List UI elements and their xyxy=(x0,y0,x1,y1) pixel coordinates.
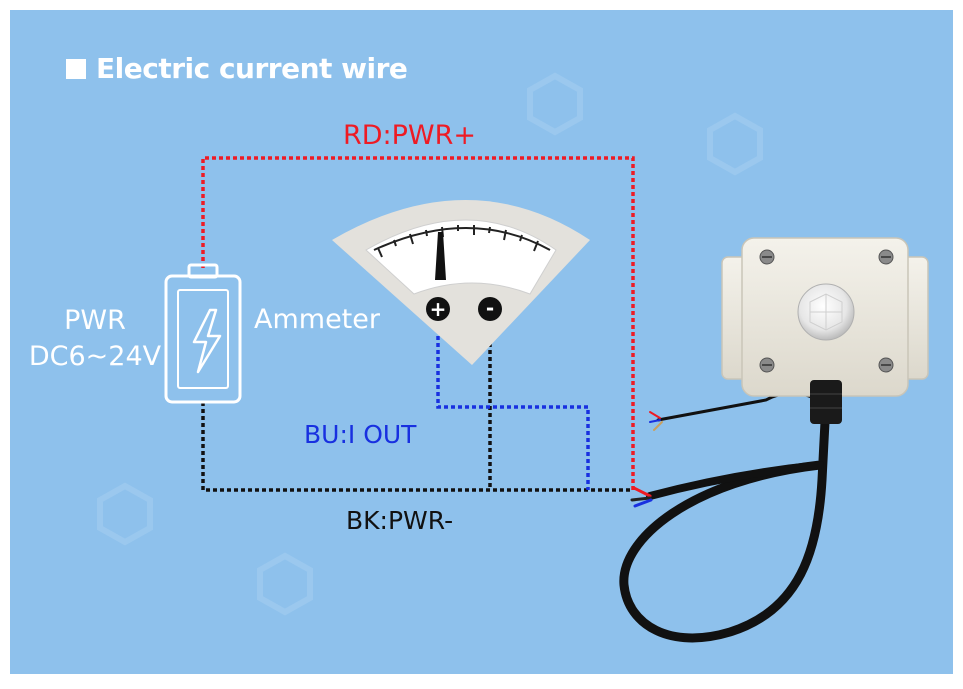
power-label-line2: DC6~24V xyxy=(28,341,162,372)
plus-terminal xyxy=(426,297,450,321)
battery-icon xyxy=(164,263,242,404)
blue-wire-label: BU:I OUT xyxy=(304,420,417,449)
pir-sensor-icon xyxy=(721,237,929,424)
cable-icon xyxy=(619,391,830,643)
blue-wire xyxy=(436,322,590,490)
title-square-icon xyxy=(66,58,86,79)
power-label: PWR DC6~24V xyxy=(20,303,170,375)
ammeter-needle xyxy=(435,232,446,280)
diagram-title-text: Electric current wire xyxy=(96,52,408,85)
red-wire xyxy=(201,156,635,492)
diagram-title: Electric current wire xyxy=(66,52,408,85)
lightning-icon xyxy=(192,308,222,374)
background-hexagons xyxy=(97,72,763,616)
black-wire xyxy=(201,402,633,492)
diagram-panel: Electric current wire PWR DC6~24V Ammete… xyxy=(10,10,953,674)
minus-terminal xyxy=(478,297,502,321)
red-wire-label: RD:PWR+ xyxy=(343,120,477,151)
black-wire-label: BK:PWR- xyxy=(346,506,454,535)
power-label-line1: PWR xyxy=(64,305,126,336)
cable-gland xyxy=(810,380,842,424)
ammeter-label: Ammeter xyxy=(254,304,380,335)
wiring-diagram xyxy=(97,72,929,643)
ammeter-gauge-icon xyxy=(332,200,590,365)
